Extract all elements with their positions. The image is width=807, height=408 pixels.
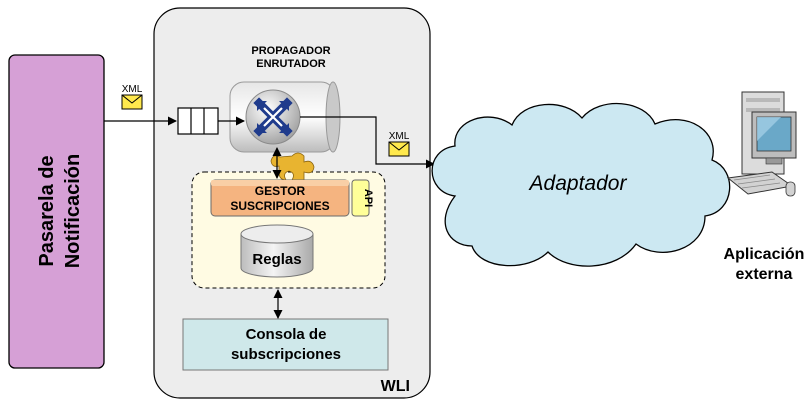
- envelope-icon: [121, 94, 143, 110]
- rules-label: Reglas: [252, 251, 301, 268]
- xml-label-right: XML: [389, 131, 410, 142]
- manager-label-line2: SUSCRIPCIONES: [230, 199, 329, 213]
- computer-icon: [726, 91, 797, 197]
- rules-database: Reglas: [240, 224, 314, 278]
- external-app-label-line2: externa: [736, 266, 793, 283]
- xml-label-left: XML: [122, 84, 143, 95]
- gateway-label-line2: Notificación: [62, 154, 84, 268]
- notification-gateway: Pasarela de Notificación: [8, 54, 105, 369]
- external-app: Aplicación externa: [724, 91, 805, 283]
- cloud-icon: [431, 103, 731, 267]
- router-to-adapter-arrow: [300, 116, 435, 169]
- subscription-manager: GESTOR SUSCRIPCIONES API: [210, 179, 374, 217]
- router-block: PROPAGADOR ENRUTADOR: [229, 45, 341, 153]
- xml-envelope-left: XML: [121, 84, 143, 110]
- router-label-line1: PROPAGADOR: [251, 45, 330, 57]
- router-icon: [253, 97, 293, 137]
- gateway-label-line1: Pasarela de: [36, 155, 58, 266]
- console-label-line1: Consola de: [246, 326, 327, 343]
- external-app-label-line1: Aplicación: [724, 246, 805, 263]
- xml-envelope-right: XML: [388, 131, 410, 157]
- api-tag: [351, 179, 370, 217]
- envelope-icon: [388, 141, 410, 157]
- router-label-line2: ENRUTADOR: [256, 58, 326, 70]
- manager-label-line1: GESTOR: [255, 184, 306, 198]
- wli-label: WLI: [381, 378, 410, 395]
- subscription-console: Consola de subscripciones: [182, 318, 389, 371]
- adapter-label: Adaptador: [528, 172, 628, 195]
- api-tag-label: API: [362, 189, 374, 207]
- adapter-cloud: Adaptador: [431, 103, 731, 267]
- queue-icon: [177, 107, 219, 135]
- console-label-line2: subscripciones: [231, 346, 341, 363]
- connectors: [104, 116, 435, 319]
